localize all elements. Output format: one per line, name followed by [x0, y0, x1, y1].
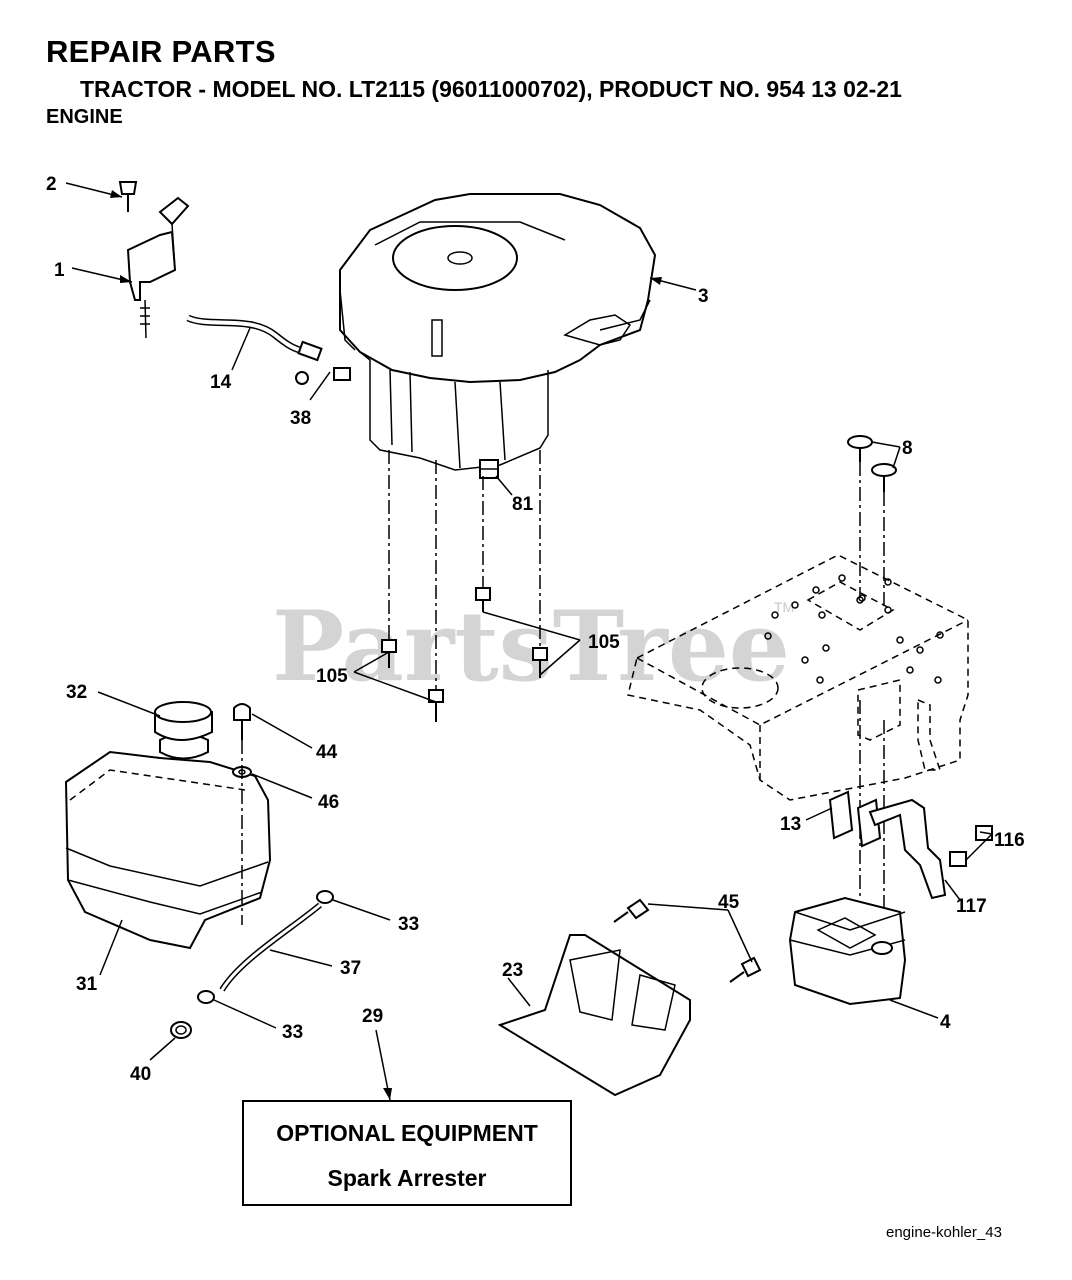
section-title: ENGINE: [46, 106, 123, 128]
callout-45: 45: [718, 892, 740, 913]
diagram-code: engine-kohler_43: [886, 1224, 1002, 1241]
fuel-tank-part[interactable]: [64, 733, 272, 950]
exhaust-pipe-part[interactable]: [868, 798, 947, 900]
heat-shield-part[interactable]: [497, 934, 691, 1097]
callout-13: 13: [780, 814, 801, 835]
model-subtitle: TRACTOR - MODEL NO. LT2115 (96011000702)…: [80, 76, 902, 102]
watermark: PartsTree: [272, 590, 790, 703]
callout-38: 38: [290, 408, 311, 429]
watermark-tm: TM: [774, 599, 794, 615]
nut-part-81[interactable]: [479, 459, 499, 479]
throttle-control-part[interactable]: [126, 196, 190, 339]
callout-14: 14: [210, 372, 232, 393]
callout-40: 40: [130, 1064, 151, 1085]
callout-105-right: 105: [588, 632, 620, 653]
optional-equipment-item: Spark Arrester: [327, 1165, 487, 1191]
frame-bolts-8[interactable]: [847, 435, 897, 492]
fuel-line-part[interactable]: [186, 314, 301, 354]
callout-8: 8: [902, 438, 913, 459]
muffler-part[interactable]: [788, 896, 907, 1006]
callout-46: 46: [318, 792, 339, 813]
engine-bolts-105[interactable]: [381, 587, 548, 722]
optional-equipment-heading: OPTIONAL EQUIPMENT: [276, 1120, 538, 1146]
callout-116: 116: [994, 830, 1025, 851]
page-title: REPAIR PARTS: [46, 34, 276, 69]
callout-81: 81: [512, 494, 534, 515]
engine-part[interactable]: [339, 193, 657, 471]
callout-117: 117: [956, 896, 987, 917]
callout-31: 31: [76, 974, 98, 995]
hose-clamps-33[interactable]: [197, 890, 334, 1004]
fuel-cap-part[interactable]: [154, 701, 213, 741]
callout-32: 32: [66, 682, 87, 703]
leader-arrowheads: [110, 190, 662, 1100]
grommet-part[interactable]: [170, 1021, 192, 1039]
shield-screws-45[interactable]: [613, 898, 762, 983]
callout-2: 2: [46, 174, 57, 195]
callout-33-upper: 33: [398, 914, 419, 935]
callout-44: 44: [316, 742, 338, 763]
callout-4: 4: [940, 1012, 951, 1033]
callout-1: 1: [54, 260, 65, 281]
tank-screw-part[interactable]: [233, 703, 251, 740]
fuel-fitting-part[interactable]: [295, 340, 351, 385]
optional-equipment-box: OPTIONAL EQUIPMENT Spark Arrester: [242, 1100, 572, 1206]
callout-37: 37: [340, 958, 361, 979]
callout-23: 23: [502, 960, 523, 981]
callout-33-lower: 33: [282, 1022, 303, 1043]
callout-29: 29: [362, 1006, 383, 1027]
callout-105-left: 105: [316, 666, 348, 687]
tank-fuel-line-part[interactable]: [219, 902, 322, 992]
screw-part-2[interactable]: [118, 181, 138, 212]
exhaust-nuts-116[interactable]: [949, 825, 993, 867]
callout-3: 3: [698, 286, 709, 307]
